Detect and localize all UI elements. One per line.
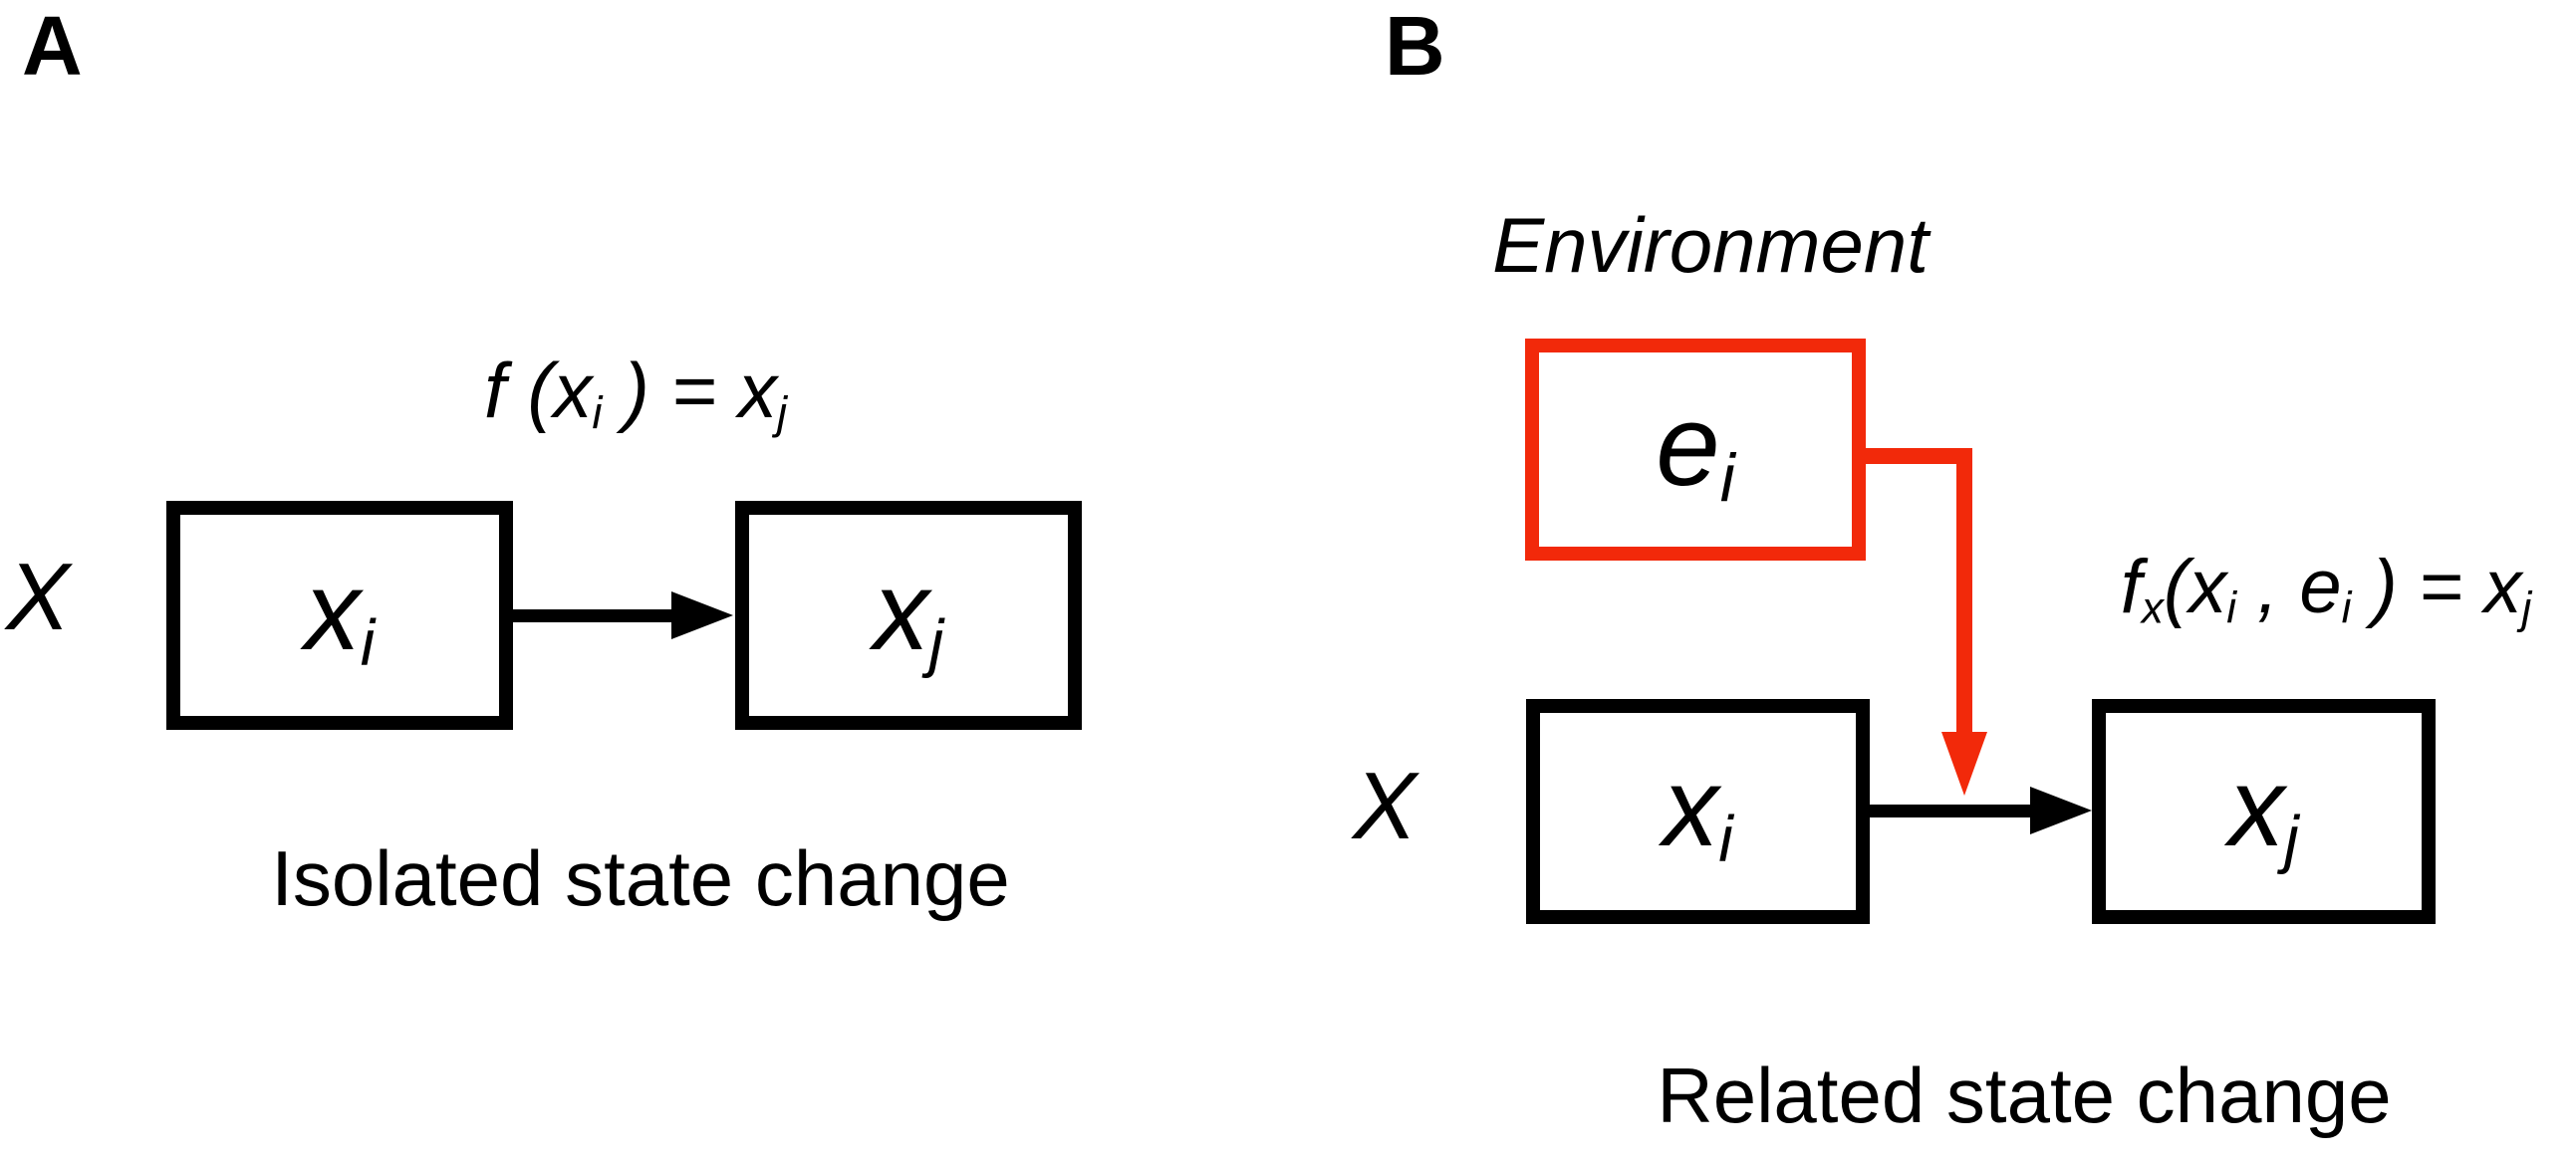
panel-a-caption: Isolated state change — [271, 834, 1010, 922]
environment-arrow-horizontal-segment — [1864, 448, 1972, 464]
environment-arrow-head-icon — [1941, 732, 1987, 796]
panel-b-environment-box-label: ei — [1656, 379, 1735, 516]
panel-b-caption: Related state change — [1657, 1051, 2392, 1139]
panel-b-set-label: X — [1353, 753, 1417, 859]
panel-a-label: A — [22, 0, 83, 93]
panel-b-box-xj: xj — [2092, 699, 2436, 924]
panel-a-box-xj: xj — [735, 501, 1082, 730]
panel-a-box-xj-label: xj — [873, 548, 944, 679]
panel-b-box-xi-label: xi — [1663, 744, 1733, 875]
panel-b-box-xi: xi — [1526, 699, 1870, 924]
panel-b-box-xj-label: xj — [2228, 744, 2299, 875]
panel-a-box-xi-label: xi — [304, 548, 376, 679]
panel-a-arrow-shaft — [513, 609, 674, 622]
panel-a-box-xi: xi — [166, 501, 513, 730]
environment-arrow-vertical-segment — [1956, 448, 1972, 734]
panel-b-environment-label: Environment — [1492, 201, 1929, 289]
panel-a-formula: f (xi ) = xj — [484, 347, 787, 438]
panel-b-arrow-head-icon — [2030, 787, 2092, 834]
panel-b-arrow-shaft — [1870, 805, 2032, 817]
panel-a-set-label: X — [6, 544, 71, 650]
panel-b-environment-box: ei — [1525, 339, 1866, 561]
panel-b-formula: fx(xi , ei ) = xj — [2120, 545, 2532, 633]
panel-b-label: B — [1385, 0, 1445, 93]
panel-a-arrow-head-icon — [671, 591, 733, 639]
